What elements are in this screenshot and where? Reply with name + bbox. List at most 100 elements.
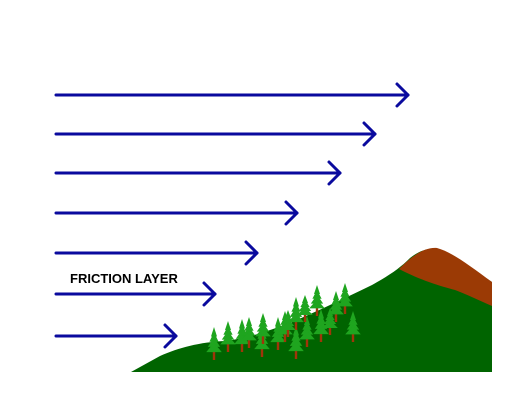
tree-foliage <box>258 317 268 327</box>
wind-arrow-3 <box>54 160 342 186</box>
tree-foliage <box>322 320 338 328</box>
tree-trunk <box>319 334 323 342</box>
tree-foliage <box>225 321 231 330</box>
friction-layer-label: FRICTION LAYER <box>70 271 178 286</box>
tree-foliage <box>291 331 301 341</box>
tree-trunk <box>247 340 251 348</box>
tree-trunk <box>212 352 216 360</box>
tree-foliage <box>299 330 315 340</box>
tree-foliage <box>288 312 304 323</box>
tree-foliage <box>314 285 320 294</box>
tree-foliage <box>241 331 257 341</box>
tree-foliage <box>246 317 252 326</box>
tree-trunk <box>260 349 264 357</box>
forest <box>206 283 361 360</box>
tree-foliage <box>256 322 270 332</box>
wind-arrow-2 <box>54 121 377 147</box>
tree-trunk <box>276 342 280 350</box>
tree-foliage <box>289 336 303 346</box>
tree-foliage <box>313 324 329 335</box>
tree-foliage <box>244 321 254 331</box>
tree-foliage <box>328 305 344 315</box>
tree <box>345 311 361 342</box>
tree <box>337 283 353 314</box>
tree-foliage <box>209 332 219 342</box>
tree-foliage <box>220 335 236 345</box>
tree-foliage <box>329 300 343 310</box>
tree <box>255 313 271 344</box>
tree-foliage <box>345 325 361 335</box>
tree <box>328 291 344 322</box>
tree-foliage <box>337 297 353 307</box>
hill <box>131 247 492 372</box>
tree-trunk <box>334 314 338 322</box>
tree-foliage <box>346 320 360 330</box>
wind-arrow-6 <box>54 281 217 307</box>
wind-arrow-4 <box>54 200 299 226</box>
tree-foliage <box>342 283 348 292</box>
tree-foliage <box>318 309 324 319</box>
tree-foliage <box>350 311 356 320</box>
tree-foliage <box>255 327 271 337</box>
tree-foliage <box>280 322 296 330</box>
tree-foliage <box>348 315 358 325</box>
tree-foliage <box>316 314 326 324</box>
tree-foliage <box>331 295 341 305</box>
tree <box>309 285 325 316</box>
tree-foliage <box>340 287 350 297</box>
tree <box>322 308 338 335</box>
tree <box>220 321 236 352</box>
tree <box>288 326 304 359</box>
tree <box>270 317 286 350</box>
tree-trunk <box>303 314 307 322</box>
tree-foliage <box>288 341 304 352</box>
tree <box>234 319 250 352</box>
hill-body <box>131 248 492 372</box>
tree-foliage <box>260 313 266 322</box>
tree-trunk <box>305 339 309 347</box>
tree-foliage <box>237 324 247 334</box>
tree-foliage <box>312 289 322 299</box>
tree <box>297 295 313 322</box>
tree-trunk <box>315 308 319 316</box>
wind-arrow-1 <box>54 82 410 108</box>
tree-foliage <box>297 307 313 315</box>
tree-foliage <box>302 320 312 330</box>
tree-foliage <box>254 339 270 350</box>
tree-foliage <box>300 325 314 335</box>
tree <box>206 327 222 360</box>
tree-trunk <box>240 344 244 352</box>
tree-trunk <box>328 327 332 335</box>
tree-foliage <box>338 292 352 302</box>
tree-foliage <box>221 330 235 340</box>
tree-foliage <box>333 291 339 300</box>
wind-arrow-7 <box>54 323 178 349</box>
tree-trunk <box>294 322 298 330</box>
tree-foliage <box>211 327 217 337</box>
tree-foliage <box>309 299 325 309</box>
tree-foliage <box>239 319 245 329</box>
wind-arrows <box>54 82 410 349</box>
tree-foliage <box>275 317 281 327</box>
tree <box>280 310 296 337</box>
tree-trunk <box>351 334 355 342</box>
tree-foliage <box>293 297 299 307</box>
tree-foliage <box>234 334 250 345</box>
tree-foliage <box>206 342 222 353</box>
tree-foliage <box>310 294 324 304</box>
tree-trunk <box>286 329 290 337</box>
tree-foliage <box>270 332 286 343</box>
tree <box>241 317 257 348</box>
tree-trunk <box>261 336 265 344</box>
tree-foliage <box>242 326 256 336</box>
tree-foliage <box>304 316 310 325</box>
tree-foliage <box>291 302 301 312</box>
tree-trunk <box>294 351 298 359</box>
tree-foliage <box>271 327 285 337</box>
tree-trunk <box>343 306 347 314</box>
tree-trunk <box>283 334 287 342</box>
mountain-summit <box>399 247 492 306</box>
tree <box>299 316 315 347</box>
tree-trunk <box>226 344 230 352</box>
